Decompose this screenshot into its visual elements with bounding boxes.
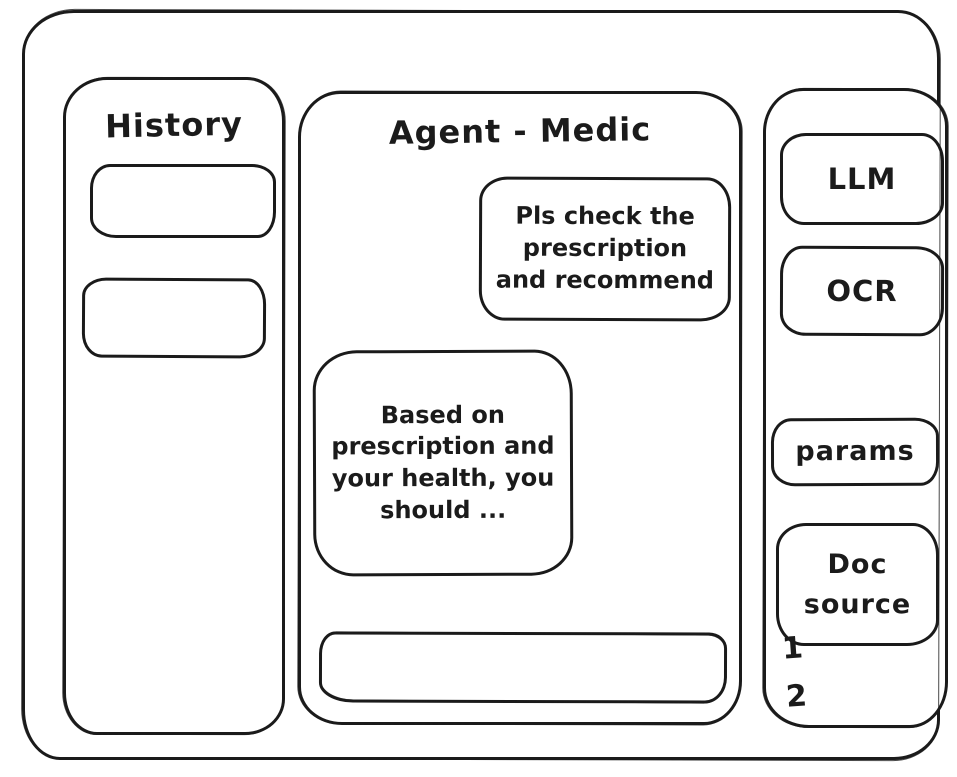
history-item[interactable]	[90, 164, 276, 238]
chat-input-bar[interactable]	[318, 631, 728, 704]
tool-llm-label: LLM	[827, 161, 897, 196]
history-title: History	[104, 104, 244, 146]
tool-llm-button[interactable]: LLM	[780, 133, 944, 225]
doc-source-item-1: 1	[780, 630, 805, 667]
chat-input[interactable]	[331, 638, 715, 697]
user-message-text: Pls check the prescription and recommend	[495, 202, 715, 295]
tool-params-button[interactable]: params	[770, 417, 940, 487]
assistant-message-text: Based on prescription and your health, y…	[331, 400, 555, 524]
user-message-bubble: Pls check the prescription and recommend	[478, 176, 732, 322]
assistant-message-bubble: Based on prescription and your health, y…	[312, 349, 574, 577]
app-frame: History Agent - Medic Pls check the pres…	[22, 10, 948, 760]
tools-panel: LLM OCR params Doc source 1 2	[763, 88, 948, 728]
chat-panel: Agent - Medic Pls check the prescription…	[298, 91, 742, 725]
tool-doc-source-button[interactable]: Doc source	[776, 523, 939, 646]
history-panel: History	[63, 77, 285, 735]
tool-ocr-button[interactable]: OCR	[779, 245, 945, 337]
history-item[interactable]	[81, 277, 267, 359]
tool-params-label: params	[795, 436, 915, 468]
tool-doc-source-label: Doc source	[803, 549, 912, 620]
tool-ocr-label: OCR	[826, 273, 898, 309]
chat-title: Agent - Medic	[388, 110, 652, 152]
doc-source-item-2: 2	[784, 678, 809, 715]
